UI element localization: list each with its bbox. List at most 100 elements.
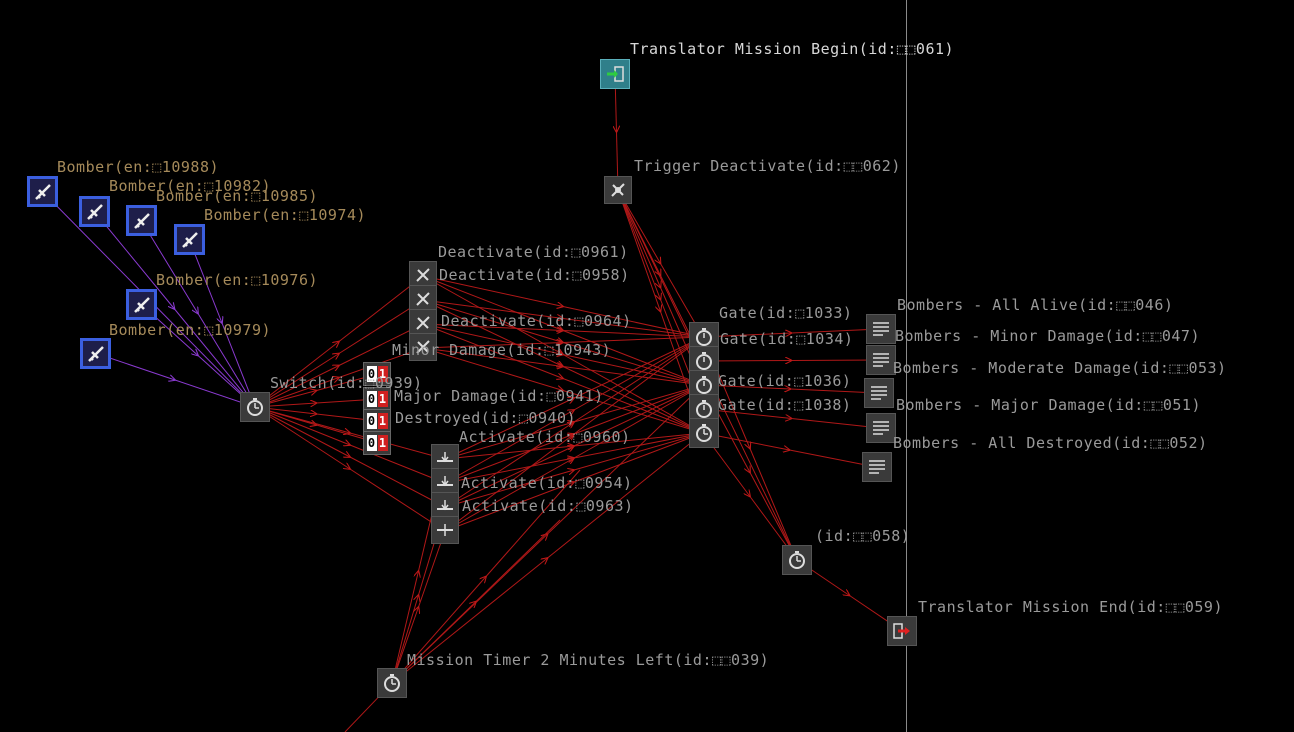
message-node-051[interactable] xyxy=(866,413,896,443)
link-arrow xyxy=(796,559,903,632)
mission-timer-node[interactable] xyxy=(377,668,407,698)
link-arrow xyxy=(254,398,379,408)
trigger-deactivate-node[interactable] xyxy=(604,176,632,204)
deactivate-icon xyxy=(611,183,625,197)
exit-icon xyxy=(893,623,910,639)
message-node-047[interactable] xyxy=(866,345,896,375)
timer-label-058: (id:⬚⬚058) xyxy=(815,527,911,545)
link-arrow xyxy=(444,336,704,508)
mission-end-label: Translator Mission End(id:⬚⬚059) xyxy=(918,598,1223,616)
activate-icon xyxy=(437,452,453,463)
plane-icon xyxy=(86,203,103,220)
gate-node-5[interactable] xyxy=(689,418,719,448)
plane-icon xyxy=(133,296,150,313)
activate-icon xyxy=(437,500,453,511)
bomber-node-10974[interactable] xyxy=(174,224,205,255)
link-arrow xyxy=(422,275,704,338)
counter-digit-on: 1 xyxy=(377,435,388,451)
mission-begin-node[interactable] xyxy=(600,59,630,89)
link-arrow xyxy=(254,406,446,508)
deactivate-label-0961: Deactivate(id:⬚0961) xyxy=(438,243,629,261)
link-arrow xyxy=(188,238,256,408)
timer-icon xyxy=(696,424,712,442)
plane-icon xyxy=(181,231,198,248)
message-node-046[interactable] xyxy=(866,314,896,344)
activate-node-4[interactable] xyxy=(431,516,459,544)
link-arrow xyxy=(444,432,704,508)
message-node-052[interactable] xyxy=(862,452,892,482)
bombers-minor-label: Bombers - Minor Damage(id:⬚⬚047) xyxy=(895,327,1200,345)
link-arrow xyxy=(422,323,704,434)
activate-node-0963[interactable] xyxy=(431,492,459,520)
text-lines-icon xyxy=(871,386,887,400)
deactivate-icon xyxy=(416,292,430,306)
bombers-major-label: Bombers - Major Damage(id:⬚⬚051) xyxy=(896,396,1201,414)
bomber-label-10979: Bomber(en:⬚10979) xyxy=(109,321,272,339)
text-lines-icon xyxy=(869,460,885,474)
timer-icon xyxy=(696,352,712,370)
link-arrow xyxy=(254,406,446,484)
link-arrow xyxy=(422,323,704,338)
plane-icon xyxy=(87,345,104,362)
link-arrow xyxy=(444,336,704,484)
bombers-all-alive-label: Bombers - All Alive(id:⬚⬚046) xyxy=(897,296,1174,314)
message-node-053[interactable] xyxy=(864,378,894,408)
mission-timer-label: Mission Timer 2 Minutes Left(id:⬚⬚039) xyxy=(407,651,770,669)
deactivate-label-0964: Deactivate(id:⬚0964) xyxy=(441,312,632,330)
bomber-label-10985: Bomber(en:⬚10985) xyxy=(156,187,319,205)
destroyed-label: Destroyed(id:⬚0940) xyxy=(395,409,577,427)
trigger-deactivate-label: Trigger Deactivate(id:⬚⬚062) xyxy=(634,157,901,175)
enter-icon xyxy=(607,66,624,82)
timer-icon xyxy=(384,674,400,692)
link-arrow xyxy=(391,519,561,684)
activate-node-0954[interactable] xyxy=(431,468,459,496)
bomber-node-10982[interactable] xyxy=(79,196,110,227)
activate-icon xyxy=(437,476,453,487)
link-arrow xyxy=(254,406,379,422)
bombers-all-destroyed-label: Bombers - All Destroyed(id:⬚⬚052) xyxy=(893,434,1208,452)
timer-icon xyxy=(696,328,712,346)
timer-icon xyxy=(696,376,712,394)
link-arrow xyxy=(140,219,256,408)
link-arrow xyxy=(422,347,704,434)
link-arrow xyxy=(94,352,256,408)
bomber-node-10979[interactable] xyxy=(80,338,111,369)
counter-digit-on: 1 xyxy=(377,413,388,429)
link-arrow xyxy=(422,336,704,349)
deactivate-node-minor[interactable] xyxy=(409,333,437,361)
link-arrow xyxy=(702,432,877,468)
link-arrow xyxy=(422,347,704,386)
gate-label-1033: Gate(id:⬚1033) xyxy=(719,304,853,322)
counter-digit-on: 1 xyxy=(377,366,388,382)
bomber-label-10974: Bomber(en:⬚10974) xyxy=(204,206,367,224)
link-arrow xyxy=(254,347,424,408)
link-arrow xyxy=(254,406,446,532)
gate-label-1038: Gate(id:⬚1038) xyxy=(718,396,852,414)
link-arrow xyxy=(444,384,704,532)
mission-end-node[interactable] xyxy=(887,616,917,646)
bomber-node-10976[interactable] xyxy=(126,289,157,320)
link-arrow xyxy=(254,323,424,408)
link-arrow xyxy=(702,328,881,338)
link-arrow xyxy=(422,323,704,386)
switch-label: Switch(id:⬚0939) xyxy=(270,374,423,392)
text-lines-icon xyxy=(873,322,889,336)
link-arrow xyxy=(444,336,704,460)
link-arrow xyxy=(617,189,704,386)
deactivate-icon xyxy=(416,268,430,282)
text-lines-icon xyxy=(873,421,889,435)
link-arrow xyxy=(254,299,424,408)
timer-node-058[interactable] xyxy=(782,545,812,575)
link-arrow xyxy=(254,275,424,408)
bomber-node-10988[interactable] xyxy=(27,176,58,207)
bomber-node-10985[interactable] xyxy=(126,205,157,236)
link-arrow xyxy=(140,303,256,408)
switch-node[interactable] xyxy=(240,392,270,422)
link-arrow xyxy=(391,432,704,684)
deactivate-node-0964[interactable] xyxy=(409,309,437,337)
counter-digit-on: 1 xyxy=(377,391,388,407)
